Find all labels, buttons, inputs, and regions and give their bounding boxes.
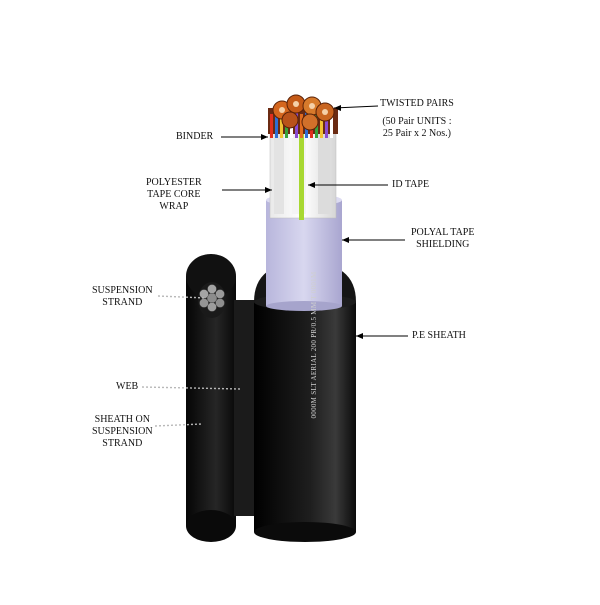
label-twisted-pairs: TWISTED PAIRS (50 Pair UNITS : 25 Pair x… [380,98,454,140]
suspension-strand [199,284,225,312]
label-pair-units-2: 25 Pair x 2 Nos.) [382,128,451,139]
id-tape [299,130,304,220]
label-sheath-susp-3: STRAND [102,438,143,449]
label-suspension-2: STRAND [102,297,143,308]
label-polyal-1: POLYAL TAPE [411,227,475,238]
sheath-print-text: 0000M SLT AERIAL 200 PR/0.5 MM T 0001M [310,271,318,419]
label-pair-units-1: (50 Pair UNITS : [382,116,452,127]
leader-lines [221,105,408,337]
label-sheath-susp-1: SHEATH ON [94,414,150,425]
label-polyester-1: POLYESTER [146,177,202,188]
label-polyester-3: WRAP [159,201,189,212]
label-polyal: POLYAL TAPE SHIELDING [411,227,474,251]
label-polyester: POLYESTER TAPE CORE WRAP [146,177,202,213]
label-pe-sheath-text: P.E SHEATH [412,330,466,341]
label-sheath-on-strand: SHEATH ON SUSPENSION STRAND [92,414,153,450]
label-web-text: WEB [116,381,139,392]
leader-arrows [261,105,363,339]
label-suspension-1: SUSPENSION [92,285,153,296]
label-twisted-pairs-title: TWISTED PAIRS [380,98,454,109]
label-id-tape-text: ID TAPE [392,179,430,190]
label-suspension-strand: SUSPENSION STRAND [92,285,153,309]
suspension-sheath [186,254,236,542]
label-sheath-susp-2: SUSPENSION [92,426,153,437]
label-binder: BINDER [176,131,213,143]
label-polyester-2: TAPE CORE [147,189,201,200]
label-pe-sheath: P.E SHEATH [412,330,466,342]
label-polyal-2: SHIELDING [416,239,470,250]
label-binder-text: BINDER [176,131,214,142]
twisted-pairs [268,94,338,138]
dotted-leaders [141,295,241,427]
label-web: WEB [116,381,138,393]
label-id-tape: ID TAPE [392,179,429,191]
